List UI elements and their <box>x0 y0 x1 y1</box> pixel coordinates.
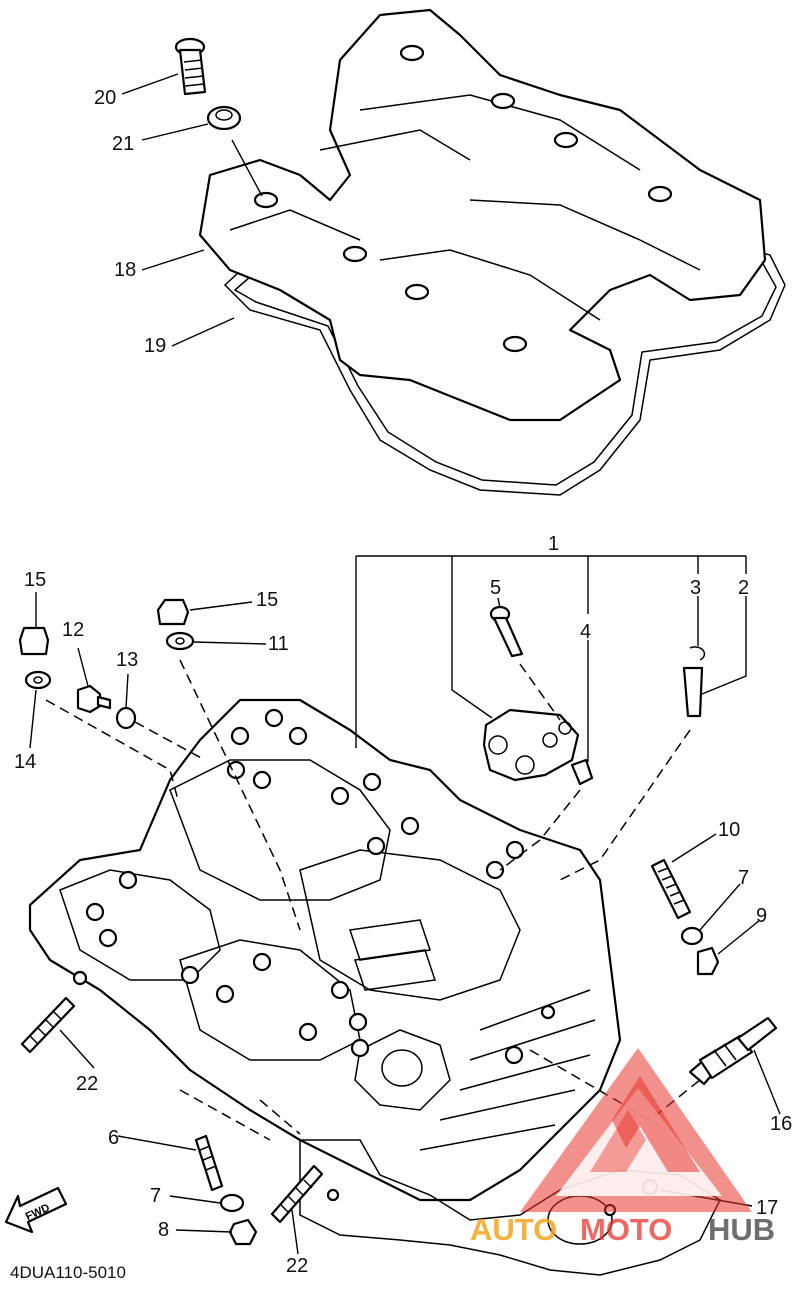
callout-10: 10 <box>718 819 740 841</box>
callout-4: 4 <box>580 621 591 643</box>
callout-22-bottom: 22 <box>286 1255 308 1277</box>
cylinder-head <box>28 698 622 1202</box>
automotohub-watermark: AUTO MOTO HUB <box>470 1048 775 1247</box>
stud-bolt-bottom <box>270 1164 324 1224</box>
nut-right <box>696 946 720 976</box>
valve-guide <box>682 666 704 718</box>
washer-right <box>680 926 704 946</box>
stud-bolt-right <box>650 858 692 920</box>
oil-union-bolt <box>76 684 137 730</box>
chain-tensioner <box>482 708 594 786</box>
callout-17: 17 <box>756 1197 778 1219</box>
callout-7-left: 7 <box>150 1185 161 1207</box>
callout-8: 8 <box>158 1219 169 1241</box>
callout-1: 1 <box>548 533 559 555</box>
stud-bolt-lower <box>194 1134 224 1192</box>
cover-grommet <box>206 105 242 131</box>
diagram-code: 4DUA110-5010 <box>10 1263 126 1282</box>
cover-bolt <box>174 37 207 96</box>
callout-labels: 1 2 3 4 5 6 7 7 8 9 10 11 12 13 14 15 15… <box>14 87 792 1277</box>
callout-15-right: 15 <box>256 589 278 611</box>
cover-bolt-holes <box>253 44 673 353</box>
cap-nut-left <box>18 626 52 690</box>
watermark-triangle-logo-icon <box>520 1048 752 1212</box>
watermark-text-hub: HUB <box>708 1212 775 1247</box>
callout-15-left: 15 <box>24 569 46 591</box>
spark-plug <box>688 1016 778 1086</box>
callout-19: 19 <box>144 335 166 357</box>
cam-cap-bolts <box>85 708 525 1058</box>
stud-bolt-left <box>20 996 76 1054</box>
nut-lower <box>228 1218 258 1246</box>
callout-7-right: 7 <box>738 867 749 889</box>
callout-11: 11 <box>268 633 289 655</box>
callout-2: 2 <box>738 577 749 599</box>
fwd-arrow-icon: FWD <box>4 1186 68 1234</box>
callout-14: 14 <box>14 751 36 773</box>
assembly-lines <box>45 659 701 1141</box>
callout-22-left: 22 <box>76 1073 98 1095</box>
cylinder-head-cover <box>174 8 786 496</box>
washer-lower <box>219 1193 245 1213</box>
callout-21: 21 <box>112 133 134 155</box>
callout-6: 6 <box>108 1127 119 1149</box>
cap-nut-center <box>156 598 195 651</box>
callout-3: 3 <box>690 577 701 599</box>
callout-13: 13 <box>116 649 138 671</box>
tensioner-bolt <box>489 605 524 658</box>
callout-5: 5 <box>490 577 501 599</box>
callout-18: 18 <box>114 259 136 281</box>
callout-16: 16 <box>770 1113 792 1135</box>
callout-12: 12 <box>62 619 84 641</box>
watermark-text-auto: AUTO <box>470 1212 557 1247</box>
leader-lines <box>29 73 781 1255</box>
valve-clip <box>689 646 706 661</box>
callout-9: 9 <box>756 905 767 927</box>
watermark-text-moto: MOTO <box>580 1212 672 1247</box>
callout-20: 20 <box>94 87 116 109</box>
